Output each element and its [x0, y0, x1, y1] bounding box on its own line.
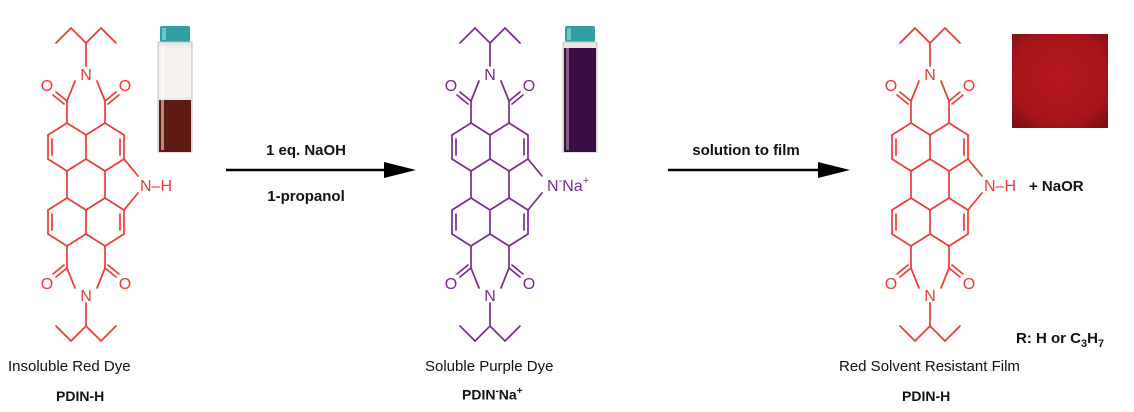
r-group-definition: R: H or C3H7: [1016, 330, 1104, 350]
name-part-b: Na: [498, 386, 517, 403]
atom-nh: N–H: [984, 178, 1016, 195]
molecule-middle-bonds: [451, 27, 543, 342]
atom-o-top-right: O: [963, 78, 975, 95]
molecule-left-bonds: [47, 27, 139, 342]
atom-o-bottom-right: O: [119, 276, 131, 293]
atom-o-top-left: O: [41, 78, 53, 95]
molecule-left: O N O N–H O N O: [41, 27, 172, 342]
atom-n-bottom: N: [80, 288, 92, 305]
molecule-right-bonds: [891, 27, 983, 342]
vial-left-content: [159, 100, 191, 152]
caption-middle: Soluble Purple Dye: [425, 358, 554, 375]
vial-middle-content: [564, 48, 596, 152]
atom-nh: N–H: [140, 178, 172, 195]
atom-n-bottom: N: [484, 288, 496, 305]
atom-o-bottom-left: O: [445, 276, 457, 293]
molecule-right: O N O N–H O N O: [885, 27, 1016, 342]
byproduct-label: + NaOR: [1029, 178, 1084, 195]
atom-o-bottom-left: O: [885, 276, 897, 293]
atom-n-bottom: N: [924, 288, 936, 305]
atom-o-top-right: O: [523, 78, 535, 95]
caption-right: Red Solvent Resistant Film: [839, 358, 1020, 375]
vial-purple-solution: [562, 26, 598, 153]
compound-name-left: PDIN-H: [56, 388, 105, 404]
process-label: solution to film: [692, 142, 799, 159]
name-part-a: PDIN: [462, 386, 496, 403]
atom-n-top: N: [80, 67, 92, 84]
reagent-label: 1 eq. NaOH: [266, 142, 346, 159]
atom-n-anion-sodium: N-Na+: [547, 175, 589, 195]
molecule-middle: O N O O N O N-Na+: [445, 27, 589, 342]
reaction-arrow-2: [668, 162, 850, 178]
caption-left: Insoluble Red Dye: [8, 358, 131, 375]
compound-name-right: PDIN-H: [902, 388, 951, 404]
atom-o-top-left: O: [445, 78, 457, 95]
reaction-arrow-1: [226, 162, 416, 178]
name-minus: -: [495, 386, 499, 397]
atom-n-top: N: [924, 67, 936, 84]
vial-red-suspension: [157, 26, 193, 153]
atom-o-bottom-right: O: [523, 276, 535, 293]
compound-name-middle: PDIN-Na+: [462, 386, 523, 403]
atom-o-top-left: O: [885, 78, 897, 95]
solvent-label: 1-propanol: [267, 188, 345, 205]
atom-o-top-right: O: [119, 78, 131, 95]
name-plus: +: [516, 386, 523, 397]
atom-n-top: N: [484, 67, 496, 84]
film-swatch: [1012, 34, 1108, 128]
atom-o-bottom-right: O: [963, 276, 975, 293]
atom-o-bottom-left: O: [41, 276, 53, 293]
